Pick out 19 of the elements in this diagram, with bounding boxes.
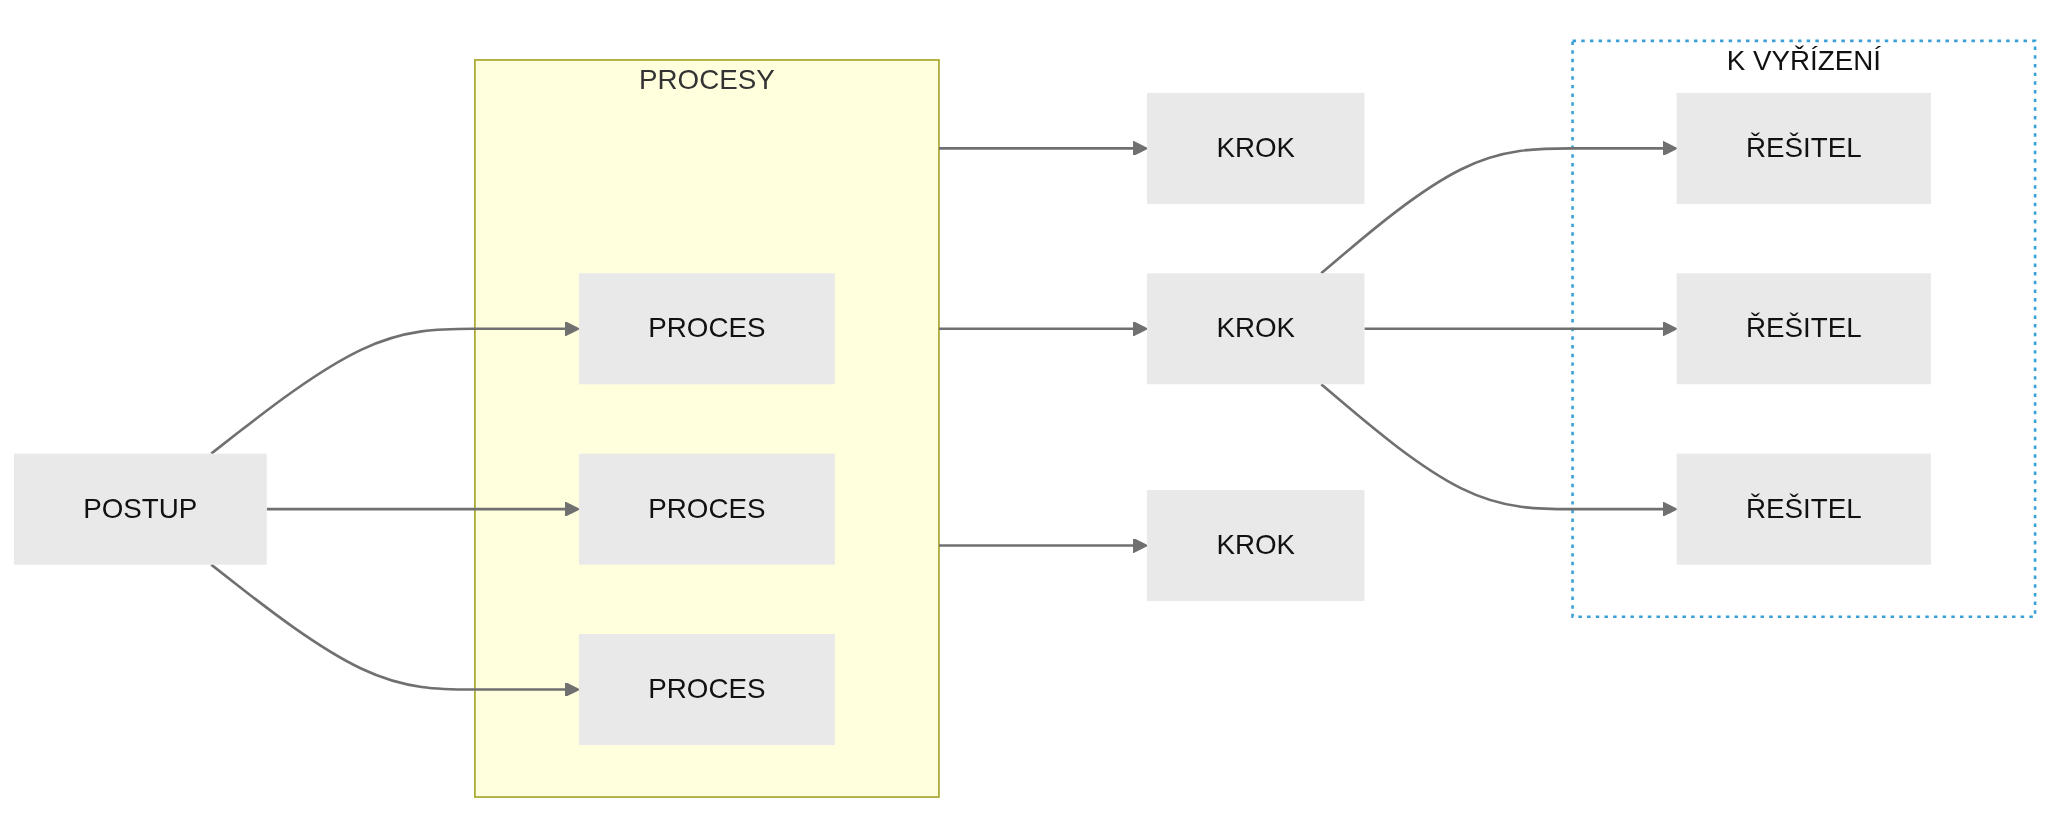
arrow (938, 140, 1148, 157)
node-box: PROCES (578, 273, 835, 385)
arrow (210, 321, 580, 455)
node-box: PROCES (578, 453, 835, 565)
node-box: ŘEŠITEL (1676, 92, 1932, 204)
arrow (938, 321, 1148, 337)
arrow (1320, 140, 1678, 275)
node-box: KROK (1147, 92, 1365, 204)
node-box: ŘEŠITEL (1676, 273, 1932, 385)
node-box: PROCES (578, 634, 835, 746)
arrow (1320, 383, 1678, 517)
node-box: POSTUP (13, 453, 267, 565)
arrow (938, 537, 1148, 554)
arrow (266, 501, 580, 517)
node-box: KROK (1147, 273, 1365, 385)
arrow (210, 563, 580, 698)
arrow (1364, 321, 1678, 337)
node-box: ŘEŠITEL (1676, 453, 1932, 565)
node-box: KROK (1147, 490, 1365, 602)
